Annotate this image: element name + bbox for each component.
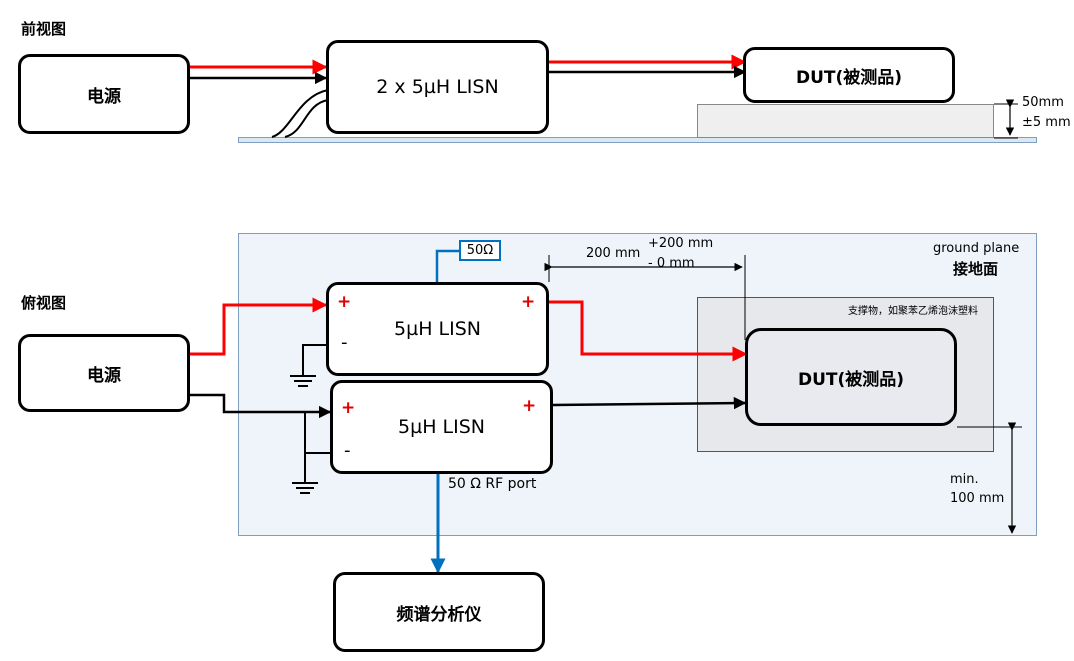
termination-50ohm: 50Ω bbox=[459, 240, 501, 261]
lisn1-minus: - bbox=[341, 332, 348, 353]
dut-label: DUT(被测品) bbox=[797, 369, 905, 390]
top-view-title: 俯视图 bbox=[21, 294, 67, 312]
analyzer-label: 频谱分析仪 bbox=[396, 604, 482, 625]
dut-label: DUT(被测品) bbox=[795, 67, 903, 88]
spectrum-analyzer: 频谱分析仪 bbox=[333, 572, 545, 652]
tolerance-label-1: +200 mm bbox=[648, 236, 714, 251]
lisn2-plus-out: + bbox=[522, 396, 537, 416]
min-distance-label-2: 100 mm bbox=[950, 491, 1005, 506]
front-view-title: 前视图 bbox=[21, 20, 67, 38]
lisn-label: 2 x 5µH LISN bbox=[376, 76, 499, 98]
front-ground-lead-1 bbox=[271, 89, 329, 138]
front-ground-lead-2 bbox=[284, 99, 329, 138]
dut-top: DUT(被测品) bbox=[745, 328, 957, 426]
distance-label: 200 mm bbox=[586, 246, 641, 261]
tolerance-label-2: - 0 mm bbox=[648, 256, 695, 271]
ground-plane-label-cn: 接地面 bbox=[953, 260, 999, 278]
height-label-1: 50mm bbox=[1022, 95, 1064, 110]
power-label: 电源 bbox=[87, 365, 121, 386]
lisn2-minus: - bbox=[344, 440, 351, 461]
lisn1-plus-in: + bbox=[337, 292, 352, 312]
lisn-bottom-negative: 5µH LISN bbox=[330, 380, 553, 474]
top-black-wire-out bbox=[552, 396, 747, 410]
top-black-wire-in bbox=[190, 393, 332, 419]
lisn-front: 2 x 5µH LISN bbox=[326, 40, 549, 134]
lisn-top-positive: 5µH LISN bbox=[326, 282, 549, 376]
ground-plane-label-en: ground plane bbox=[933, 241, 1020, 256]
min-distance-label-1: min. bbox=[950, 472, 979, 487]
power-supply-front: 电源 bbox=[18, 54, 190, 134]
rf-port-label: 50 Ω RF port bbox=[448, 476, 537, 492]
lisn-label: 5µH LISN bbox=[398, 416, 485, 438]
power-supply-top: 电源 bbox=[18, 334, 190, 412]
dut-front: DUT(被测品) bbox=[743, 47, 955, 103]
lisn1-plus-out: + bbox=[521, 292, 536, 312]
termination-lead bbox=[435, 249, 459, 282]
top-red-wire-out bbox=[549, 300, 748, 362]
power-label: 电源 bbox=[87, 86, 121, 107]
front-support-block bbox=[697, 104, 994, 138]
support-label: 支撑物，如聚苯乙烯泡沫塑料 bbox=[848, 306, 978, 317]
top-red-wire-in bbox=[190, 297, 328, 356]
height-label-2: ±5 mm bbox=[1022, 115, 1071, 130]
lisn2-plus-in: + bbox=[341, 398, 356, 418]
lisn-label: 5µH LISN bbox=[394, 318, 481, 340]
front-ground-plane bbox=[238, 137, 1037, 143]
